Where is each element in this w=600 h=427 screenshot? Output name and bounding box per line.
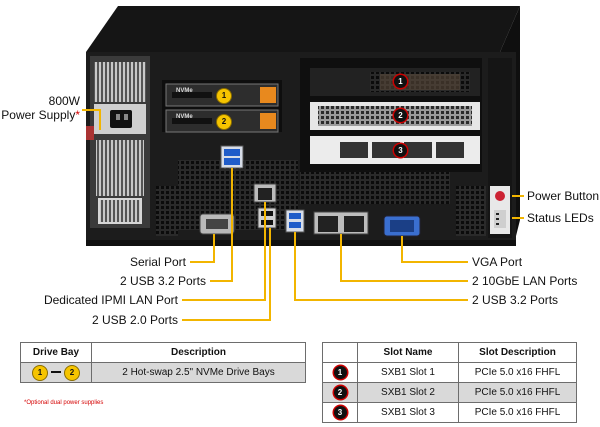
usb32-right-label: 2 USB 3.2 Ports	[472, 293, 559, 307]
pcie-slot-badge-2: 2	[394, 109, 407, 122]
table-row: 3 SXB1 Slot 3 PCIe 5.0 x16 FHFL	[322, 402, 577, 423]
slot-num-cell: 2	[322, 382, 358, 403]
slot-name: SXB1 Slot 2	[357, 382, 459, 403]
drive-table-header-bay: Drive Bay	[20, 342, 92, 363]
power-supply-module	[86, 56, 150, 228]
status-leds	[494, 210, 506, 228]
pcie-slot-badge-1: 1	[394, 75, 407, 88]
vga-port-label: VGA Port	[472, 255, 523, 269]
power-button-label: Power Button	[527, 189, 600, 203]
drive-bay-from: 1	[32, 364, 48, 381]
pcie-slot-badge-3: 3	[394, 144, 407, 157]
lan-10gbe-label: 2 10GbE LAN Ports	[472, 274, 578, 288]
slot-desc: PCIe 5.0 x16 FHFL	[458, 402, 577, 423]
slot-table-header-desc: Slot Description	[458, 342, 577, 363]
slot-name: SXB1 Slot 3	[357, 402, 459, 423]
slot-desc: PCIe 5.0 x16 FHFL	[458, 382, 577, 403]
callout-leaders	[82, 109, 524, 321]
ipmi-lan-label: Dedicated IPMI LAN Port	[43, 293, 178, 307]
footnote: *Optional dual power supplies	[24, 400, 104, 406]
io-ports	[199, 145, 421, 237]
status-leds-label: Status LEDs	[527, 211, 594, 225]
drive-table-header-desc: Description	[91, 342, 306, 363]
drive-tag-1: NVMe	[176, 88, 193, 94]
drive-bay-to: 2	[64, 364, 80, 381]
power-supply-label: 800W Power Supply*	[1, 94, 80, 122]
table-row: 2 SXB1 Slot 2 PCIe 5.0 x16 FHFL	[322, 382, 577, 403]
server-rear-illustration	[82, 6, 524, 321]
power-inlet	[110, 110, 132, 128]
slot-desc: PCIe 5.0 x16 FHFL	[458, 362, 577, 383]
power-button	[495, 191, 505, 201]
slot-num-cell: 1	[322, 362, 358, 383]
chassis-top	[86, 6, 520, 52]
range-dash	[51, 370, 61, 373]
slot-num-cell: 3	[322, 402, 358, 423]
slot-table-header-name: Slot Name	[357, 342, 459, 363]
drive-tag-2: NVMe	[176, 114, 193, 120]
pcie-slot-table: Slot Name Slot Description 1 SXB1 Slot 1…	[322, 342, 577, 423]
pcie-slots	[300, 58, 482, 172]
slot-name: SXB1 Slot 1	[357, 362, 459, 383]
drive-bay-description: 2 Hot-swap 2.5" NVMe Drive Bays	[91, 362, 306, 383]
table-row: 1 SXB1 Slot 1 PCIe 5.0 x16 FHFL	[322, 362, 577, 383]
slot-table-header-num	[322, 342, 358, 363]
usb32-left-label: 2 USB 3.2 Ports	[119, 274, 206, 288]
drive-bay-badge-2: 2	[216, 114, 232, 130]
usb20-label: 2 USB 2.0 Ports	[91, 313, 178, 327]
serial-port-label: Serial Port	[129, 255, 186, 269]
drive-bay-badge-1: 1	[216, 88, 232, 104]
